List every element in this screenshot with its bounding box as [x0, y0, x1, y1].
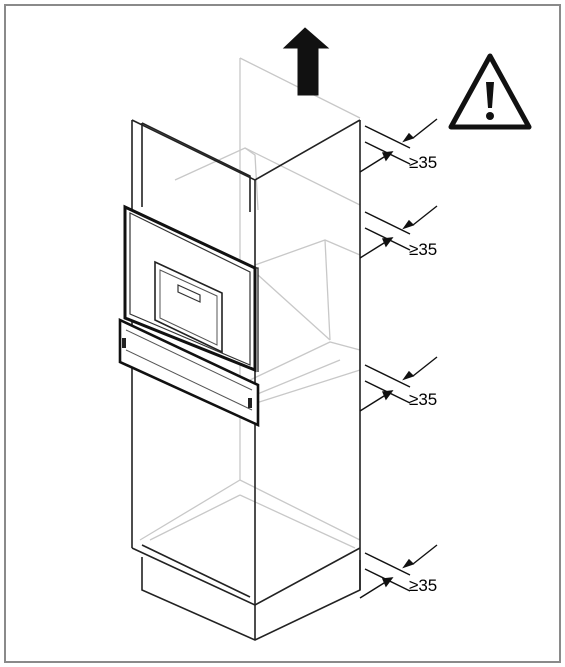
clearance-label: ≥35	[409, 153, 437, 172]
warming-drawer	[118, 317, 260, 428]
clearance-marker-2: ≥35	[359, 205, 438, 259]
page-border	[4, 4, 561, 663]
up-arrow-icon	[282, 27, 330, 96]
clearance-label: ≥35	[409, 576, 437, 595]
clearance-marker-4: ≥35	[359, 544, 438, 599]
coffee-machine	[123, 204, 259, 373]
warning-triangle-icon	[448, 53, 532, 130]
clearance-marker-3: ≥35	[359, 356, 438, 412]
clearance-marker-1: ≥35	[359, 118, 438, 173]
clearance-label: ≥35	[409, 240, 437, 259]
clearance-label: ≥35	[409, 390, 437, 409]
